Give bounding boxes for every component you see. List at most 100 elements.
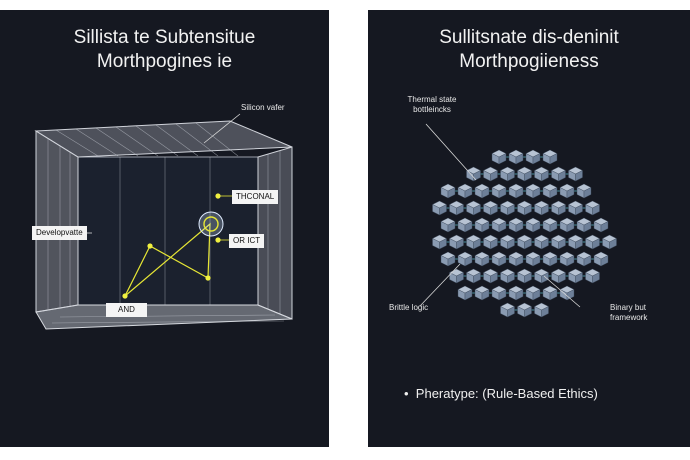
lattice-cube [576, 217, 592, 233]
lattice-cube [457, 251, 473, 267]
lattice-cube [500, 234, 515, 250]
lattice-cube [432, 200, 447, 216]
right-title-line1: Sullitsnate dis-deninit [439, 27, 619, 48]
lattice-cube [585, 200, 600, 216]
lattice-cube [568, 166, 583, 182]
thconal-node-ring [203, 216, 219, 232]
lattice-cube [525, 285, 541, 301]
lattice-cube [534, 200, 549, 216]
lattice-cube [440, 217, 456, 233]
lattice-cube [483, 200, 498, 216]
bullet-text: Pheratype: (Rule-Based Ethics) [415, 386, 598, 401]
lattice-cube [525, 149, 541, 165]
cube-lattice-diagram [419, 123, 617, 318]
lattice-cube [542, 217, 558, 233]
lattice-cube [534, 166, 549, 182]
lattice-cube [508, 217, 524, 233]
logic-dots [122, 193, 221, 299]
and-label: AND [106, 303, 147, 317]
wafer-stripes [47, 122, 285, 324]
wafer-back-face [77, 156, 259, 306]
lattice-cube [568, 200, 583, 216]
lattice-cube [457, 183, 473, 199]
lattice-cube [491, 251, 507, 267]
lattice-cube [449, 268, 464, 284]
lattice-cube [491, 183, 507, 199]
lattice-cube [440, 183, 456, 199]
lattice-cube [440, 251, 456, 267]
lattice-cube [466, 166, 481, 182]
lattice-cube [457, 217, 473, 233]
lattice-cube [576, 183, 592, 199]
right-title: Sullitsnate dis-deninit Morthpogiieness [368, 26, 690, 74]
lattice-cube [568, 268, 583, 284]
phenotype-bullet: • Pheratype: (Rule-Based Ethics) [404, 386, 598, 401]
lattice-cube [474, 251, 490, 267]
thconal-node-glow [198, 211, 224, 237]
lattice-cube [559, 183, 575, 199]
binary-label-line2: framework [610, 313, 648, 322]
lattice-cube [593, 251, 609, 267]
lattice-cube [525, 251, 541, 267]
left-title-line2: Morthpogines ie [96, 51, 233, 72]
lattice-cube [551, 268, 566, 284]
lattice-cube [500, 166, 515, 182]
lattice-cube [483, 166, 498, 182]
lattice-cube [559, 251, 575, 267]
or-ict-label: OR ICT [229, 234, 265, 248]
thconal-label: THCONAL [232, 190, 279, 204]
lattice-cube [474, 217, 490, 233]
lattice-cube [559, 285, 575, 301]
wafer-right-face [257, 146, 293, 320]
thermal-label-line1: Thermal state [407, 95, 457, 104]
lattice-cube [602, 234, 617, 250]
lattice-cube [457, 285, 473, 301]
lattice-cube [483, 234, 498, 250]
lattice-cube [534, 302, 549, 318]
left-title-line1: Sillista te Subtensitue [73, 27, 256, 48]
lattice-cube [517, 268, 532, 284]
lattice-cube [542, 183, 558, 199]
lattice-cube [474, 183, 490, 199]
lattice-cube [542, 149, 558, 165]
lattice-cube [508, 251, 524, 267]
lattice-cube [534, 234, 549, 250]
wafer-left-face [35, 130, 79, 313]
lattice-cube [585, 234, 600, 250]
brittle-logic-label: Brittle logic [389, 303, 429, 312]
lattice-cube [500, 200, 515, 216]
right-title-line2: Morthpogiieness [459, 51, 599, 72]
bullet-symbol: • [404, 386, 409, 401]
thermal-label: Thermal state bottleincks [397, 95, 467, 115]
left-title: Sillista te Subtensitue Morthpogines ie [0, 26, 329, 74]
lattice-cube [568, 234, 583, 250]
lattice-cube [551, 234, 566, 250]
lattice-cube [517, 166, 532, 182]
thermal-label-line2: bottleincks [413, 105, 451, 114]
lattice-cube [466, 234, 481, 250]
right-panel: Sullitsnate dis-deninit Morthpogiieness … [368, 10, 690, 447]
lattice-cube [551, 166, 566, 182]
lattice-cube [517, 234, 532, 250]
lattice-cube [542, 251, 558, 267]
lattice-cube [551, 200, 566, 216]
lattice-cube [500, 268, 515, 284]
lattice-cube [508, 183, 524, 199]
lattice-cube [508, 285, 524, 301]
lattice-cube [466, 200, 481, 216]
right-leaders [419, 123, 581, 308]
lattice-cube [483, 268, 498, 284]
lattice-cube [466, 268, 481, 284]
lattice-cube [491, 285, 507, 301]
lattice-cube [534, 268, 549, 284]
lattice-cube [500, 302, 515, 318]
lattice-cubes [432, 149, 617, 318]
lattice-cube [508, 149, 524, 165]
developvatte-label: Developvatte [32, 226, 87, 240]
lattice-cube [542, 285, 558, 301]
lattice-cube [593, 217, 609, 233]
wafer-top-face [34, 120, 293, 158]
lattice-cube [517, 302, 532, 318]
silicon-wafer-label: Silicon vafer [241, 103, 285, 112]
wafer-bottom-face [35, 304, 293, 330]
